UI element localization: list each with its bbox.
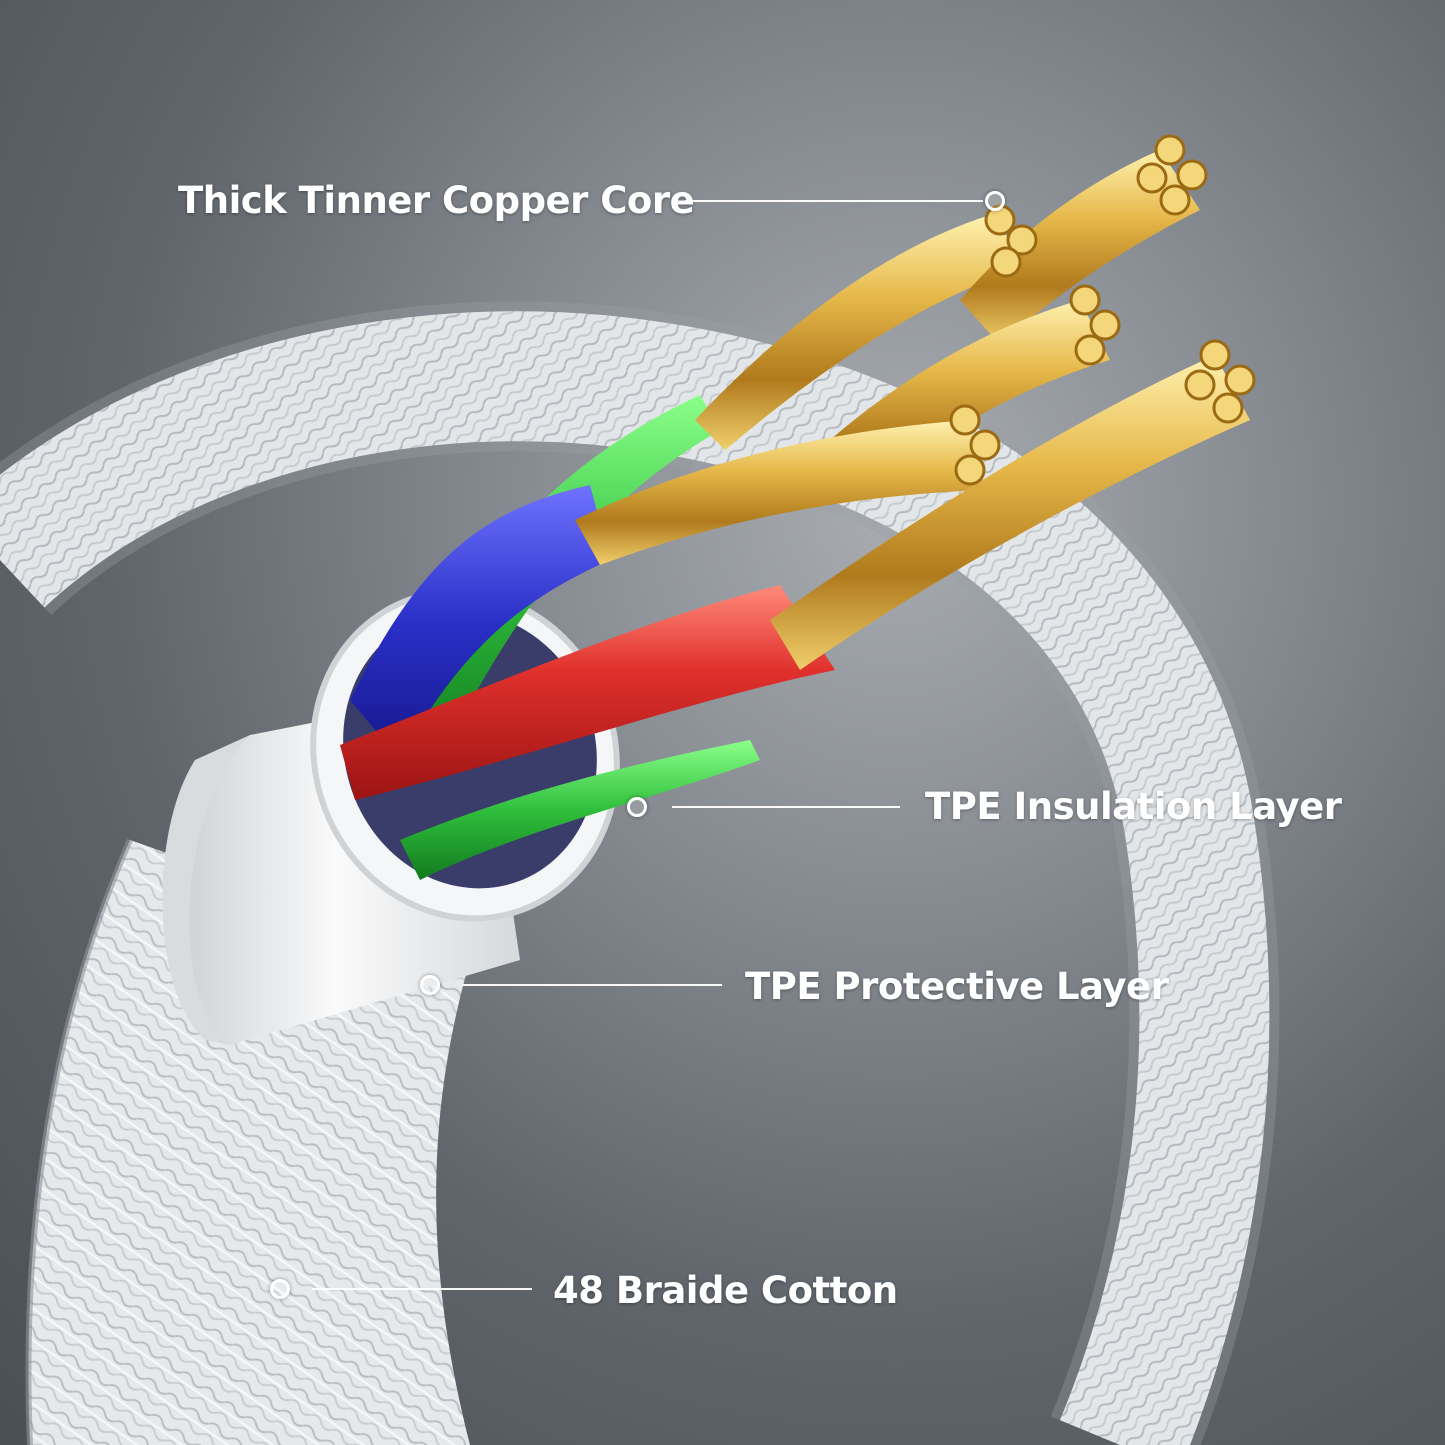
callout-braid-line — [312, 1288, 532, 1290]
callout-copper-core-marker — [985, 191, 1005, 211]
callout-protective-line — [462, 984, 722, 986]
callout-insulation-label: TPE Insulation Layer — [925, 785, 1342, 828]
callout-copper-core-label: Thick Tinner Copper Core — [178, 179, 695, 222]
callout-insulation-line — [672, 806, 900, 808]
callout-insulation-marker — [627, 797, 647, 817]
callout-protective-label: TPE Protective Layer — [745, 965, 1169, 1008]
callout-copper-core-line — [685, 200, 983, 202]
callout-braid-label: 48 Braide Cotton — [553, 1269, 898, 1312]
callout-braid-marker — [270, 1279, 290, 1299]
callout-protective-marker — [420, 975, 440, 995]
